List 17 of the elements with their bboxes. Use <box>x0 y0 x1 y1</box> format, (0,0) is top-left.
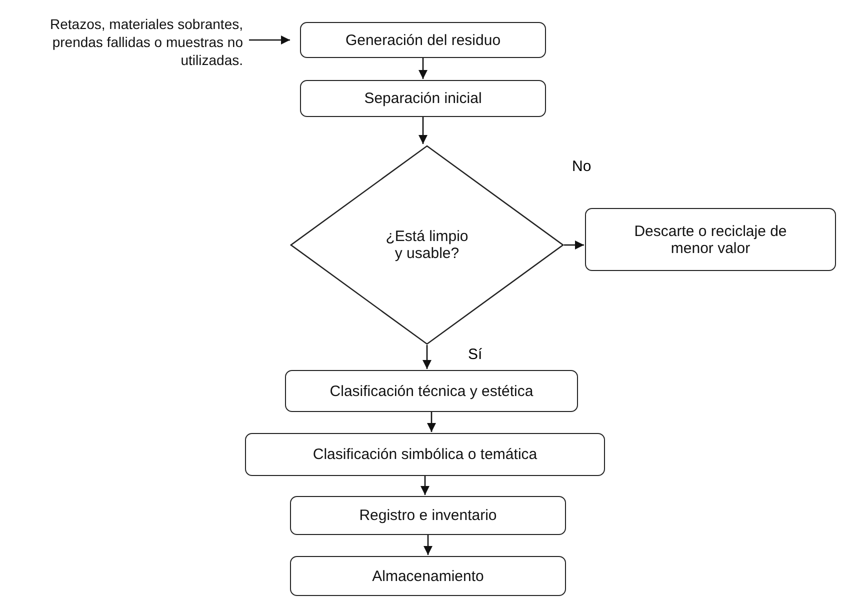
note-text: Retazos, materiales sobrantes, prendas fallidas o muestras no utilizadas. <box>8 10 243 74</box>
arrow <box>564 240 584 250</box>
arrow <box>424 535 432 555</box>
process-box: Clasificación técnica y estética <box>285 370 578 412</box>
process-box: Descarte o reciclaje de menor valor <box>585 208 836 271</box>
process-box: Registro e inventario <box>290 496 566 535</box>
process-box: Generación del residuo <box>300 22 546 58</box>
process-box: Almacenamiento <box>290 556 566 596</box>
decision-text: ¿Está limpio y usable? <box>384 228 470 262</box>
arrow <box>422 345 432 369</box>
arrow <box>427 412 436 432</box>
arrow <box>418 58 428 79</box>
process-box: Clasificación simbólica o temática <box>245 433 605 476</box>
arrow <box>249 36 290 44</box>
arrow <box>418 117 428 144</box>
arrow <box>420 476 430 495</box>
process-box: Separación inicial <box>300 80 546 117</box>
